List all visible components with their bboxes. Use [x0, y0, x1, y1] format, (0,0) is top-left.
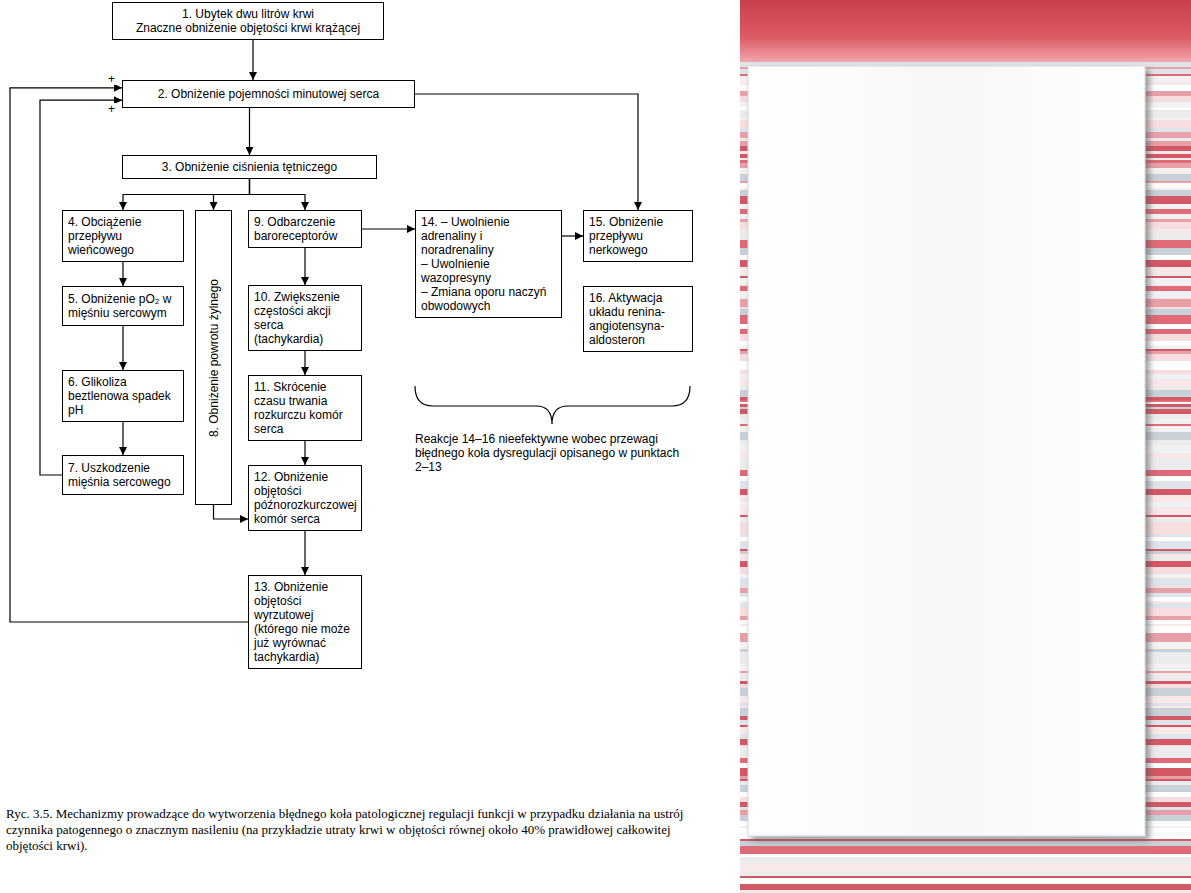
stripe — [740, 864, 1191, 871]
box-text: 13. Obniżenie objętości wyrzutowej (któr… — [254, 580, 356, 664]
process-box: 15. Obniżenie przepływu nerkowego — [583, 210, 693, 262]
arrow-connector — [304, 441, 305, 465]
arrow-connector — [122, 326, 123, 370]
box-text: 15. Obniżenie przepływu nerkowego — [589, 215, 687, 257]
box-text: 1. Ubytek dwu litrów krwi — [118, 7, 378, 21]
box-text: 14. – Uwolnienie adrenaliny i noradrenal… — [421, 215, 556, 257]
vertical-process-box: 8. Obniżenie powrotu żylnego — [195, 210, 232, 505]
arrow-connector — [214, 505, 249, 519]
stripe — [740, 878, 1191, 884]
arrow-connector — [249, 108, 250, 155]
box-text: 9. Odbarczenie baroreceptorów — [254, 215, 356, 243]
box-text: 16. Aktywacja układu renina-angiotensyna… — [589, 291, 687, 347]
process-box: 7. Uszkodzenie mięśnia sercowego — [62, 455, 184, 495]
stripe — [740, 871, 1191, 876]
arrow-connector — [415, 94, 638, 210]
stripe — [740, 841, 1191, 846]
box-text: 8. Obniżenie powrotu żylnego — [207, 278, 221, 436]
figure-caption: Ryc. 3.5. Mechanizmy prowadzące do wytwo… — [6, 806, 712, 854]
edge-label: + — [106, 73, 117, 85]
box-text: 4. Obciążenie przepływu wieńcowego — [68, 215, 178, 257]
arrow-connector — [562, 235, 583, 236]
box-text: 12. Obniżenie objętości późnorozkurczowe… — [254, 470, 356, 526]
arrow-connector — [304, 248, 305, 285]
stripe — [740, 884, 1191, 890]
edge-label: + — [106, 103, 117, 115]
stripe — [740, 854, 1191, 857]
box-text: Znaczne obniżenie objętości krwi krążące… — [118, 21, 378, 35]
process-box: 6. Glikoliza beztlenowa spadek pH — [62, 370, 184, 422]
red-band — [740, 0, 1191, 62]
process-box: 12. Obniżenie objętości późnorozkurczowe… — [248, 465, 362, 531]
box-text: 11. Skrócenie czasu trwania rozkurczu ko… — [254, 380, 356, 436]
box-text: 10. Zwiększenie częstości akcji serca (t… — [254, 290, 356, 346]
process-box: 2. Obniżenie pojemności minutowej serca — [122, 80, 415, 108]
process-box: 1. Ubytek dwu litrów krwiZnaczne obniżen… — [112, 2, 384, 40]
box-text: 5. Obniżenie pO₂ w mięśniu sercowym — [68, 292, 178, 320]
process-box: 3. Obniżenie ciśnienia tętniczego — [122, 155, 377, 179]
stripe-background — [740, 62, 1191, 893]
stripe — [740, 846, 1191, 854]
arrow-connector — [304, 531, 305, 575]
box-text: – Zmiana oporu naczyń obwodowych — [421, 285, 556, 313]
arrow-connector — [362, 228, 415, 229]
stripe — [740, 857, 1191, 864]
process-box: 13. Obniżenie objętości wyrzutowej (któr… — [248, 575, 362, 669]
stripe — [740, 839, 1191, 841]
note: Reakcje 14–16 nieefektywne wobec przewag… — [415, 432, 695, 474]
arrow-connector — [123, 179, 250, 210]
stripe — [740, 876, 1191, 878]
white-panel — [748, 66, 1145, 836]
box-text: 7. Uszkodzenie mięśnia sercowego — [68, 461, 178, 489]
box-text: 6. Glikoliza beztlenowa spadek pH — [68, 375, 178, 417]
process-box: 4. Obciążenie przepływu wieńcowego — [62, 210, 184, 262]
arrow-connector — [122, 422, 123, 455]
box-text: 3. Obniżenie ciśnienia tętniczego — [128, 160, 371, 174]
process-box: 14. – Uwolnienie adrenaliny i noradrenal… — [415, 210, 562, 318]
process-box: 11. Skrócenie czasu trwania rozkurczu ko… — [248, 375, 362, 441]
process-box: 10. Zwiększenie częstości akcji serca (t… — [248, 285, 362, 351]
stripe — [740, 890, 1191, 893]
arrow-connector — [122, 262, 123, 286]
arrow-connector — [250, 179, 306, 210]
process-box: 5. Obniżenie pO₂ w mięśniu sercowym — [62, 286, 184, 326]
arrow-connector — [252, 40, 253, 80]
process-box: 9. Odbarczenie baroreceptorów — [248, 210, 362, 248]
brace — [415, 386, 690, 424]
process-box: 16. Aktywacja układu renina-angiotensyna… — [583, 286, 693, 352]
box-text: – Uwolnienie wazopresyny — [421, 257, 556, 285]
arrow-connector — [304, 351, 305, 375]
arrow-connector — [214, 179, 250, 210]
box-text: 2. Obniżenie pojemności minutowej serca — [128, 87, 409, 101]
